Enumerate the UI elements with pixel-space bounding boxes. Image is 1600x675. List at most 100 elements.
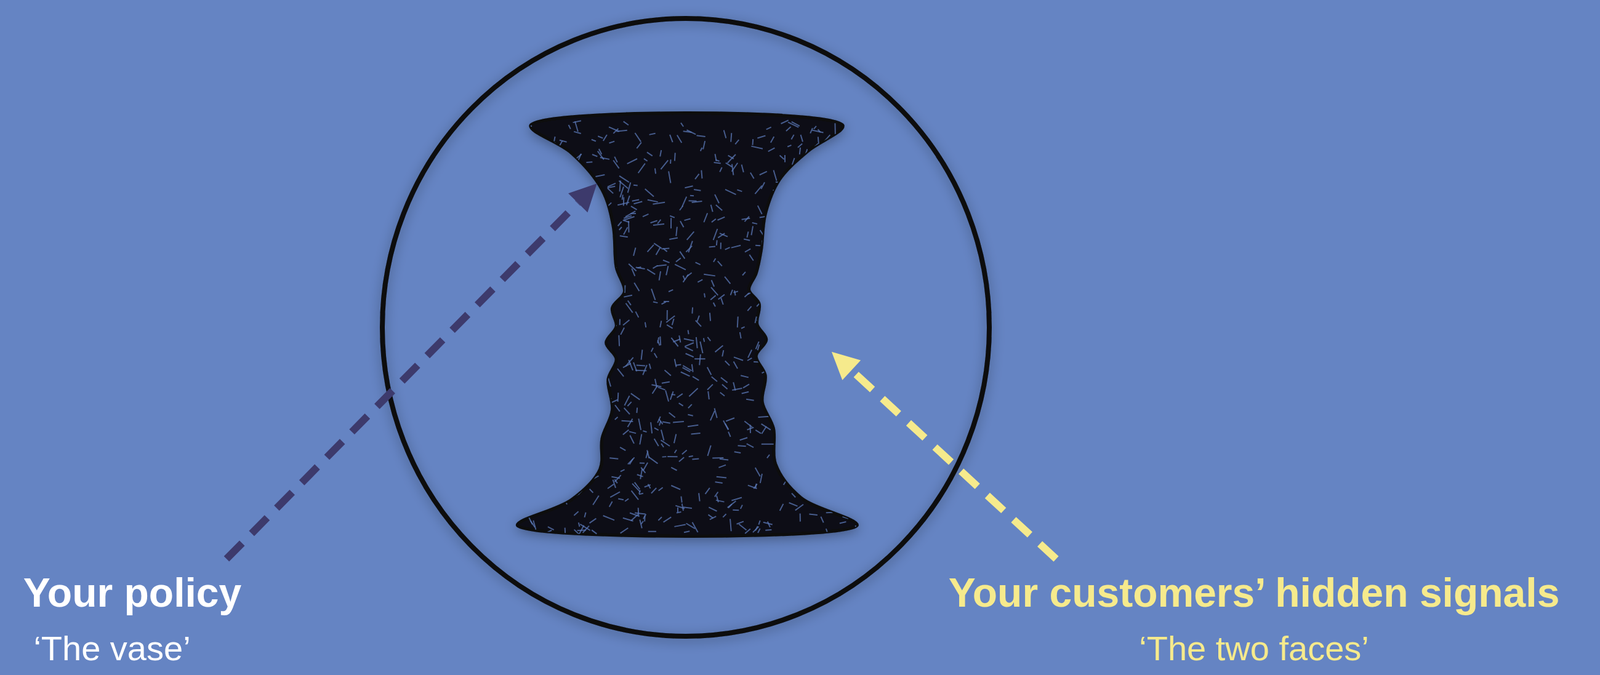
illustration [382, 18, 990, 637]
texture-stroke [719, 459, 729, 461]
texture-stroke [523, 398, 530, 409]
texture-stroke [657, 416, 661, 423]
texture-stroke [618, 498, 624, 500]
texture-stroke [501, 243, 512, 247]
texture-stroke [816, 246, 823, 250]
texture-stroke [542, 228, 546, 233]
texture-stroke [651, 288, 656, 300]
texture-stroke [649, 363, 651, 370]
texture-stroke [523, 256, 529, 261]
texture-stroke [649, 133, 656, 135]
texture-stroke [753, 361, 760, 363]
texture-stroke [820, 517, 824, 524]
texture-stroke [627, 182, 632, 193]
texture-stroke [650, 221, 657, 224]
texture-stroke [850, 387, 852, 396]
texture-stroke [765, 529, 772, 532]
texture-stroke [603, 267, 607, 278]
texture-stroke [533, 369, 544, 375]
texture-stroke [687, 414, 693, 417]
texture-stroke [808, 514, 817, 515]
texture-stroke [784, 155, 786, 163]
texture-stroke [536, 328, 539, 334]
texture-stroke [674, 434, 676, 444]
texture-stroke [781, 312, 788, 314]
texture-stroke [862, 331, 865, 337]
texture-stroke [572, 414, 583, 419]
texture-stroke [786, 126, 792, 132]
texture-stroke [603, 134, 608, 141]
texture-stroke [768, 147, 776, 152]
texture-stroke [787, 145, 792, 148]
texture-stroke [570, 459, 574, 463]
texture-stroke [541, 293, 548, 303]
texture-stroke [658, 517, 662, 521]
texture-stroke [826, 382, 828, 393]
texture-stroke [835, 232, 840, 244]
texture-stroke [650, 422, 652, 434]
texture-stroke [571, 462, 574, 468]
texture-stroke [720, 392, 725, 397]
texture-stroke [812, 130, 824, 133]
texture-stroke [658, 387, 666, 390]
texture-stroke [610, 491, 620, 498]
texture-stroke [725, 247, 731, 250]
texture-stroke [707, 445, 711, 457]
texture-stroke [619, 235, 628, 238]
texture-stroke [645, 322, 646, 328]
callout-heading: Your customers’ hidden signals [911, 570, 1597, 617]
texture-stroke [590, 268, 593, 273]
circle-outline [382, 18, 990, 637]
texture-stroke [670, 391, 674, 401]
texture-stroke [805, 407, 811, 409]
texture-stroke [746, 399, 755, 401]
texture-stroke [624, 498, 629, 502]
texture-stroke [599, 346, 606, 348]
texture-stroke [806, 168, 816, 177]
texture-stroke [855, 249, 865, 252]
texture-stroke [713, 229, 718, 241]
texture-stroke [799, 513, 801, 522]
texture-stroke [813, 430, 826, 433]
texture-stroke [711, 205, 713, 213]
texture-stroke [813, 126, 817, 130]
texture-stroke [807, 456, 814, 460]
texture-stroke [538, 467, 547, 475]
texture-stroke [799, 147, 801, 155]
texture-stroke [790, 326, 795, 335]
texture-stroke [516, 177, 526, 180]
texture-stroke [756, 302, 761, 307]
texture-stroke [711, 280, 715, 287]
texture-stroke [519, 310, 522, 316]
texture-stroke [720, 297, 724, 305]
texture-stroke [662, 422, 671, 424]
leader-lines [226, 183, 1057, 559]
texture-stroke [683, 275, 686, 281]
texture-stroke [627, 158, 638, 164]
texture-stroke [566, 353, 574, 363]
texture-stroke [536, 318, 543, 322]
texture-stroke [837, 214, 840, 224]
texture-stroke [632, 483, 641, 493]
texture-stroke [670, 217, 672, 229]
texture-stroke [556, 405, 558, 417]
texture-stroke [840, 419, 850, 425]
texture-stroke [763, 385, 774, 394]
texture-stroke [786, 310, 790, 317]
texture-stroke [778, 217, 782, 225]
texture-stroke [836, 196, 842, 207]
texture-stroke [618, 221, 622, 226]
texture-stroke [609, 458, 619, 460]
texture-stroke [522, 144, 524, 154]
texture-stroke [506, 376, 511, 378]
texture-stroke [547, 253, 554, 257]
texture-stroke [523, 387, 533, 394]
texture-stroke [631, 490, 639, 500]
texture-stroke [709, 245, 716, 248]
texture-stroke [571, 243, 579, 247]
texture-stroke [608, 325, 617, 327]
texture-stroke [608, 267, 617, 272]
texture-stroke [839, 522, 847, 524]
texture-stroke [686, 523, 696, 530]
texture-stroke [751, 146, 763, 149]
